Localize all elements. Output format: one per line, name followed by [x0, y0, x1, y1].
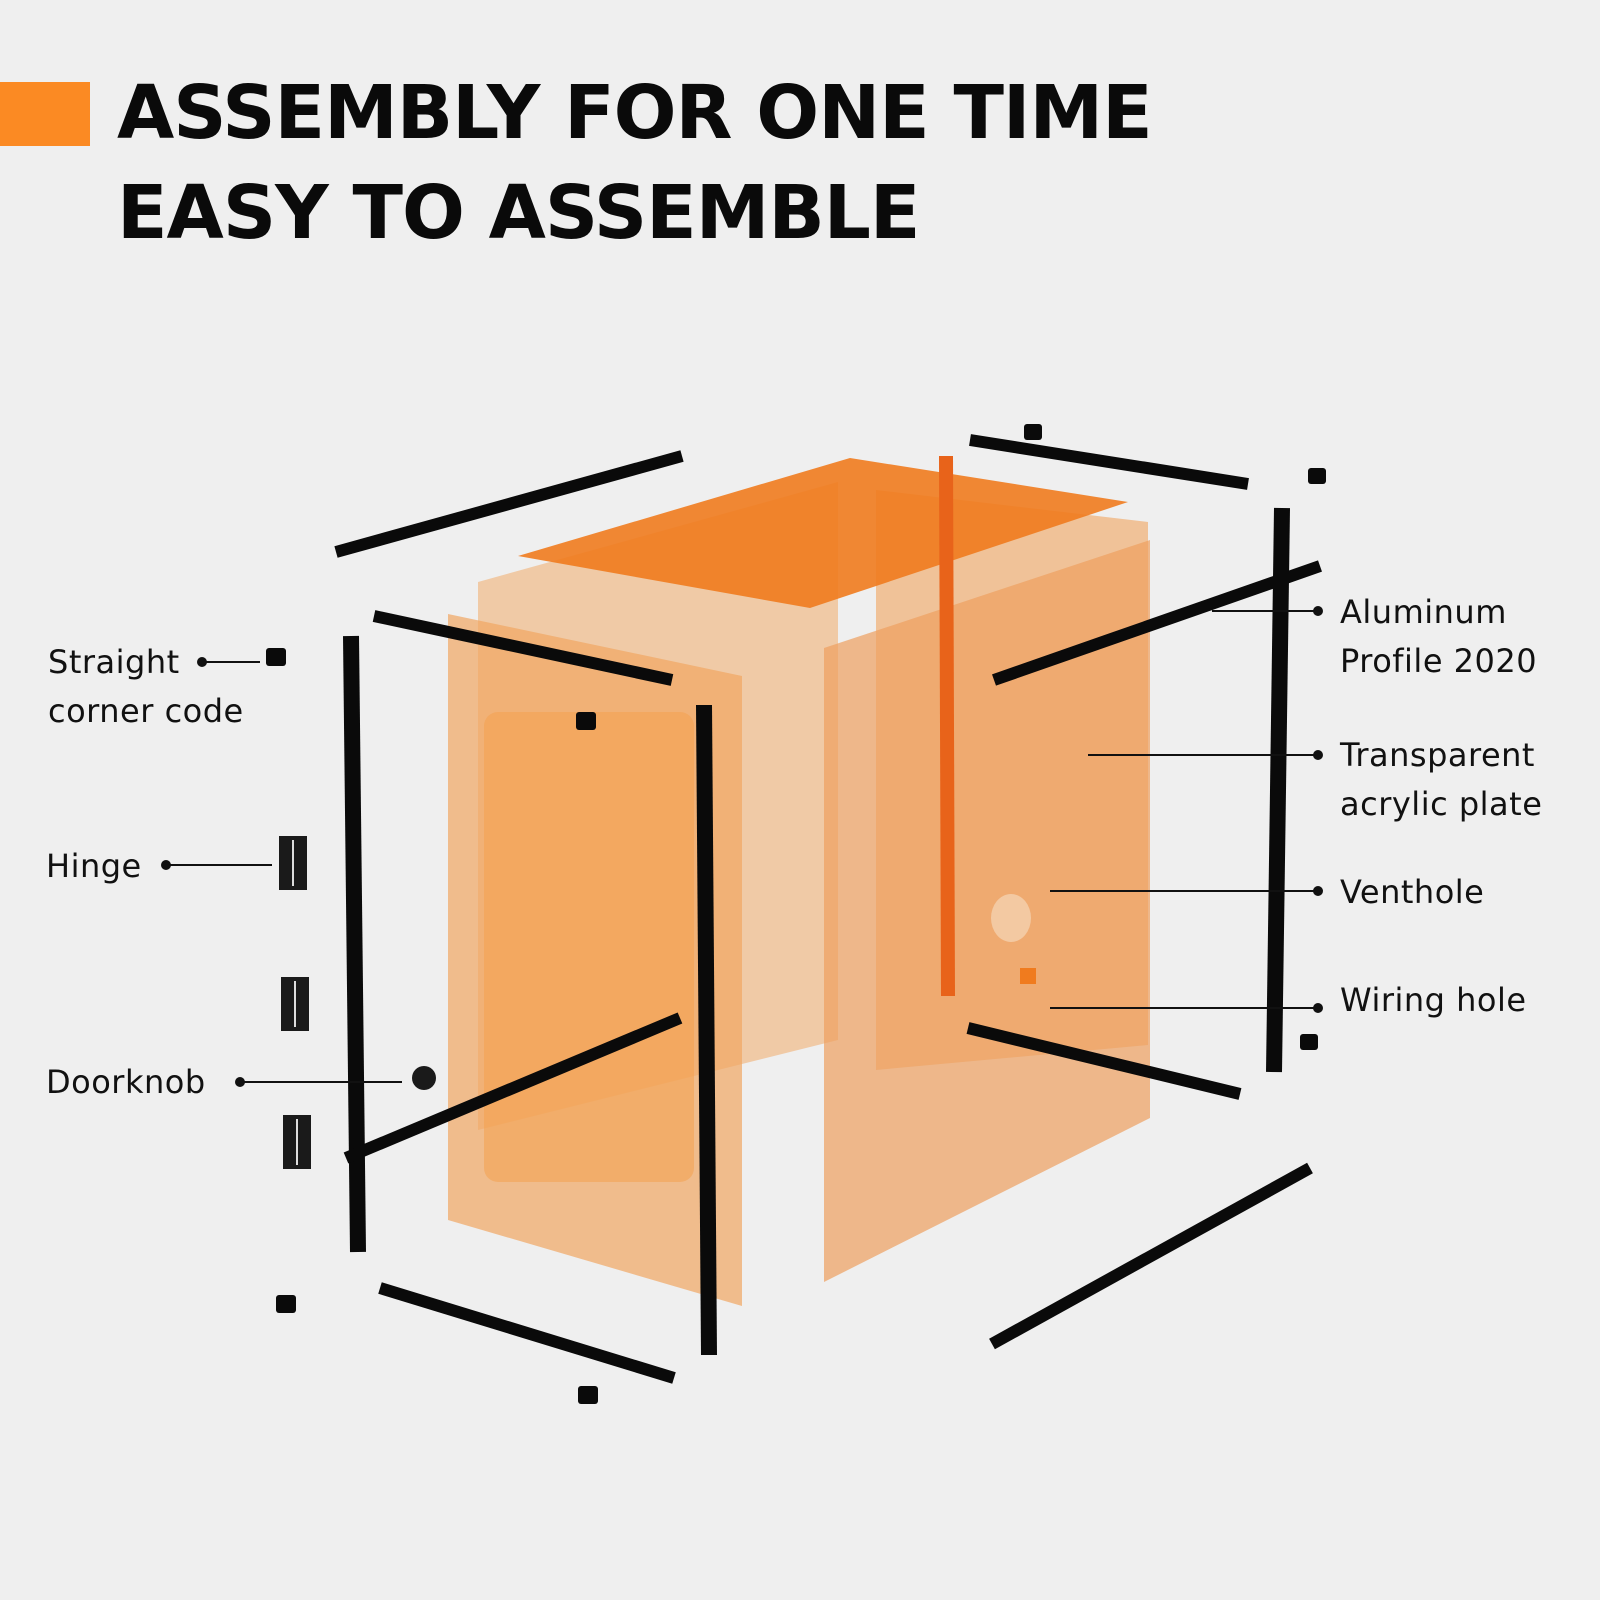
corner-code-icon — [578, 1386, 598, 1404]
callout-aluminum-profile: Aluminum Profile 2020 — [1340, 588, 1537, 686]
doorknob-icon — [412, 1066, 436, 1090]
corner-codes — [266, 424, 1326, 1404]
profile-bottom-right — [989, 1162, 1313, 1350]
profile-vertical-right-back — [939, 455, 955, 997]
wiring-hole — [1020, 968, 1036, 984]
callout-wiring-hole: Wiring hole — [1340, 976, 1527, 1025]
profile-vertical-front-mid — [696, 704, 717, 1356]
profile-bottom-left — [378, 1282, 676, 1384]
profile-top-left-front — [372, 610, 674, 686]
callout-hinge: Hinge — [46, 842, 142, 891]
profile-vertical-right-front — [1266, 507, 1290, 1073]
accent-block — [0, 82, 90, 146]
callout-line: Hinge — [46, 847, 142, 885]
corner-code-icon — [276, 1295, 296, 1313]
corner-code-icon — [266, 648, 286, 666]
callout-line: Doorknob — [46, 1063, 206, 1101]
callout-acrylic-plate: Transparent acrylic plate — [1340, 731, 1542, 829]
door-inner-panel — [484, 712, 694, 1182]
corner-code-icon — [1300, 1034, 1318, 1050]
acrylic-panel-top — [518, 458, 1128, 608]
callout-line: Straight — [48, 643, 180, 681]
callout-line: corner code — [48, 692, 244, 730]
corner-code-icon — [576, 712, 596, 730]
acrylic-panel-right — [824, 540, 1150, 1282]
headline-line-1: ASSEMBLY FOR ONE TIME — [117, 70, 1153, 156]
profile-bottom-left-front — [343, 1012, 683, 1164]
callout-doorknob: Doorknob — [46, 1058, 206, 1107]
callout-line: Aluminum — [1340, 593, 1507, 631]
corner-code-icon — [1308, 468, 1326, 484]
profile-bottom-right-back — [966, 1022, 1242, 1100]
headline-line-2: EASY TO ASSEMBLE — [117, 170, 920, 256]
callout-line: Wiring hole — [1340, 981, 1527, 1019]
callout-line: Venthole — [1340, 873, 1485, 911]
profile-top-left-back — [334, 450, 684, 558]
callout-straight-corner-code: Straight corner code — [48, 638, 244, 736]
hinges — [279, 836, 311, 1169]
callout-leaders — [161, 606, 1323, 1087]
aluminum-frame — [334, 434, 1322, 1384]
corner-code-icon — [1024, 424, 1042, 440]
callout-venthole: Venthole — [1340, 868, 1484, 917]
profile-top-right-front — [992, 560, 1322, 686]
callout-line: Profile 2020 — [1340, 642, 1538, 680]
venthole — [991, 894, 1031, 942]
profile-top-right-back — [969, 434, 1249, 490]
callout-line: Transparent — [1340, 736, 1535, 774]
callout-line: acrylic plate — [1340, 785, 1543, 823]
